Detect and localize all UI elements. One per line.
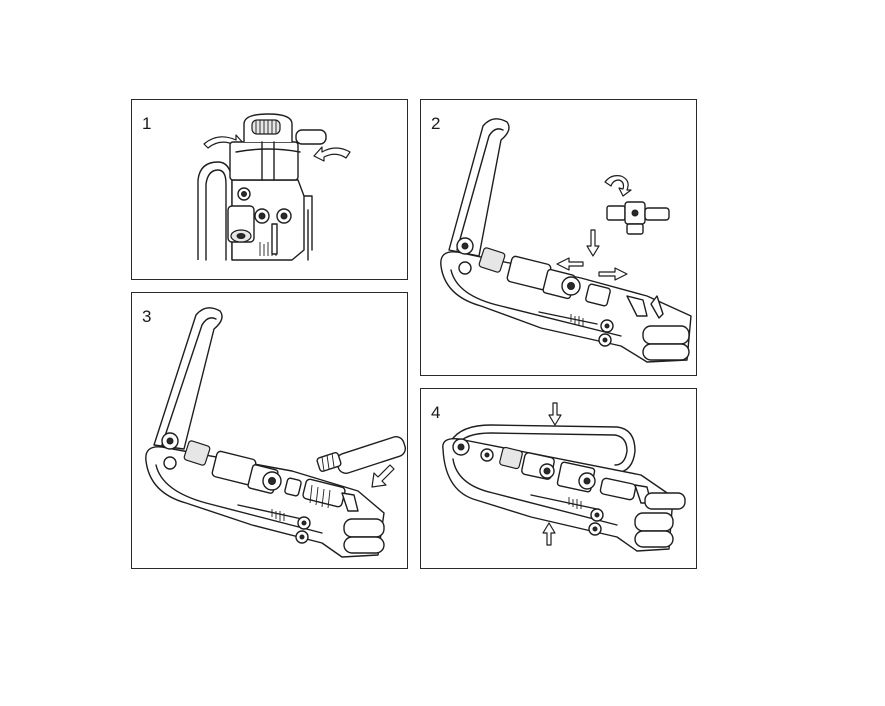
gear-spring: [478, 247, 506, 273]
connector-holder: [229, 141, 299, 181]
step-4-panel: 4: [420, 388, 697, 569]
step-3-panel: 3: [131, 292, 408, 569]
tool-body-outline: [197, 161, 233, 260]
left-arrow-icon: [556, 257, 584, 271]
gear-spring: [183, 440, 211, 466]
gear-spring: [499, 446, 523, 470]
step-1-panel: 1: [131, 99, 408, 280]
coax-connector: [606, 201, 670, 235]
step-1-illustration: [197, 113, 351, 261]
tool-body: [442, 438, 674, 552]
jaw: [341, 492, 359, 512]
squeeze-down-arrow-icon: [548, 402, 562, 426]
knurled-knob: [251, 119, 281, 135]
jaw: [626, 295, 648, 317]
right-arrow-icon: [598, 267, 628, 281]
rotate-right-arrow-icon: [313, 146, 351, 162]
upper-handle: [153, 307, 223, 450]
step-4-number: 4: [431, 403, 441, 422]
step-1-number: 1: [142, 114, 152, 133]
down-arrow-icon: [586, 229, 600, 257]
step-3-illustration: [145, 307, 406, 558]
step-2-number: 2: [431, 114, 441, 133]
step-2-panel: 2: [420, 99, 697, 376]
tool-body: [440, 251, 692, 363]
rotate-arrow-icon: [604, 175, 632, 197]
insert-arrow-icon: [371, 464, 395, 488]
f-connector: [316, 436, 406, 474]
depth-scale: [259, 242, 277, 256]
step-3-number: 3: [142, 307, 152, 326]
squeeze-up-arrow-icon: [542, 522, 556, 546]
upper-handle: [448, 118, 510, 257]
tool-body: [145, 446, 385, 558]
step-4-illustration: [442, 402, 686, 552]
step-2-illustration: [440, 118, 692, 363]
